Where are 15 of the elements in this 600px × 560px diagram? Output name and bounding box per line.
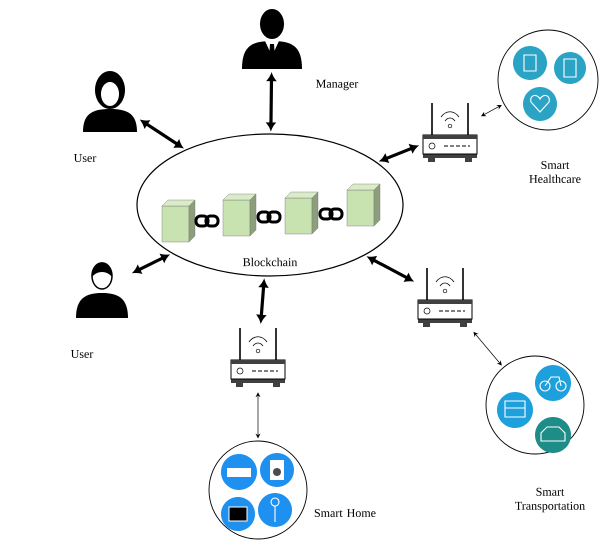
router-icon: [230, 328, 286, 387]
node-label: Smart Home: [314, 508, 376, 518]
node-label: Smart Transportation: [515, 488, 585, 512]
arrow: [368, 256, 413, 282]
arrow: [266, 74, 276, 130]
arrow: [133, 254, 169, 274]
node-label: Manager: [316, 80, 358, 90]
router-icon: [422, 103, 478, 162]
arrow: [140, 120, 183, 148]
node-label: Smart Healthcare: [529, 160, 581, 184]
router-icon: [418, 268, 472, 327]
node-label: User: [74, 154, 96, 162]
node-label: User: [70, 350, 94, 358]
arrow: [257, 280, 268, 322]
arrow: [380, 144, 418, 162]
